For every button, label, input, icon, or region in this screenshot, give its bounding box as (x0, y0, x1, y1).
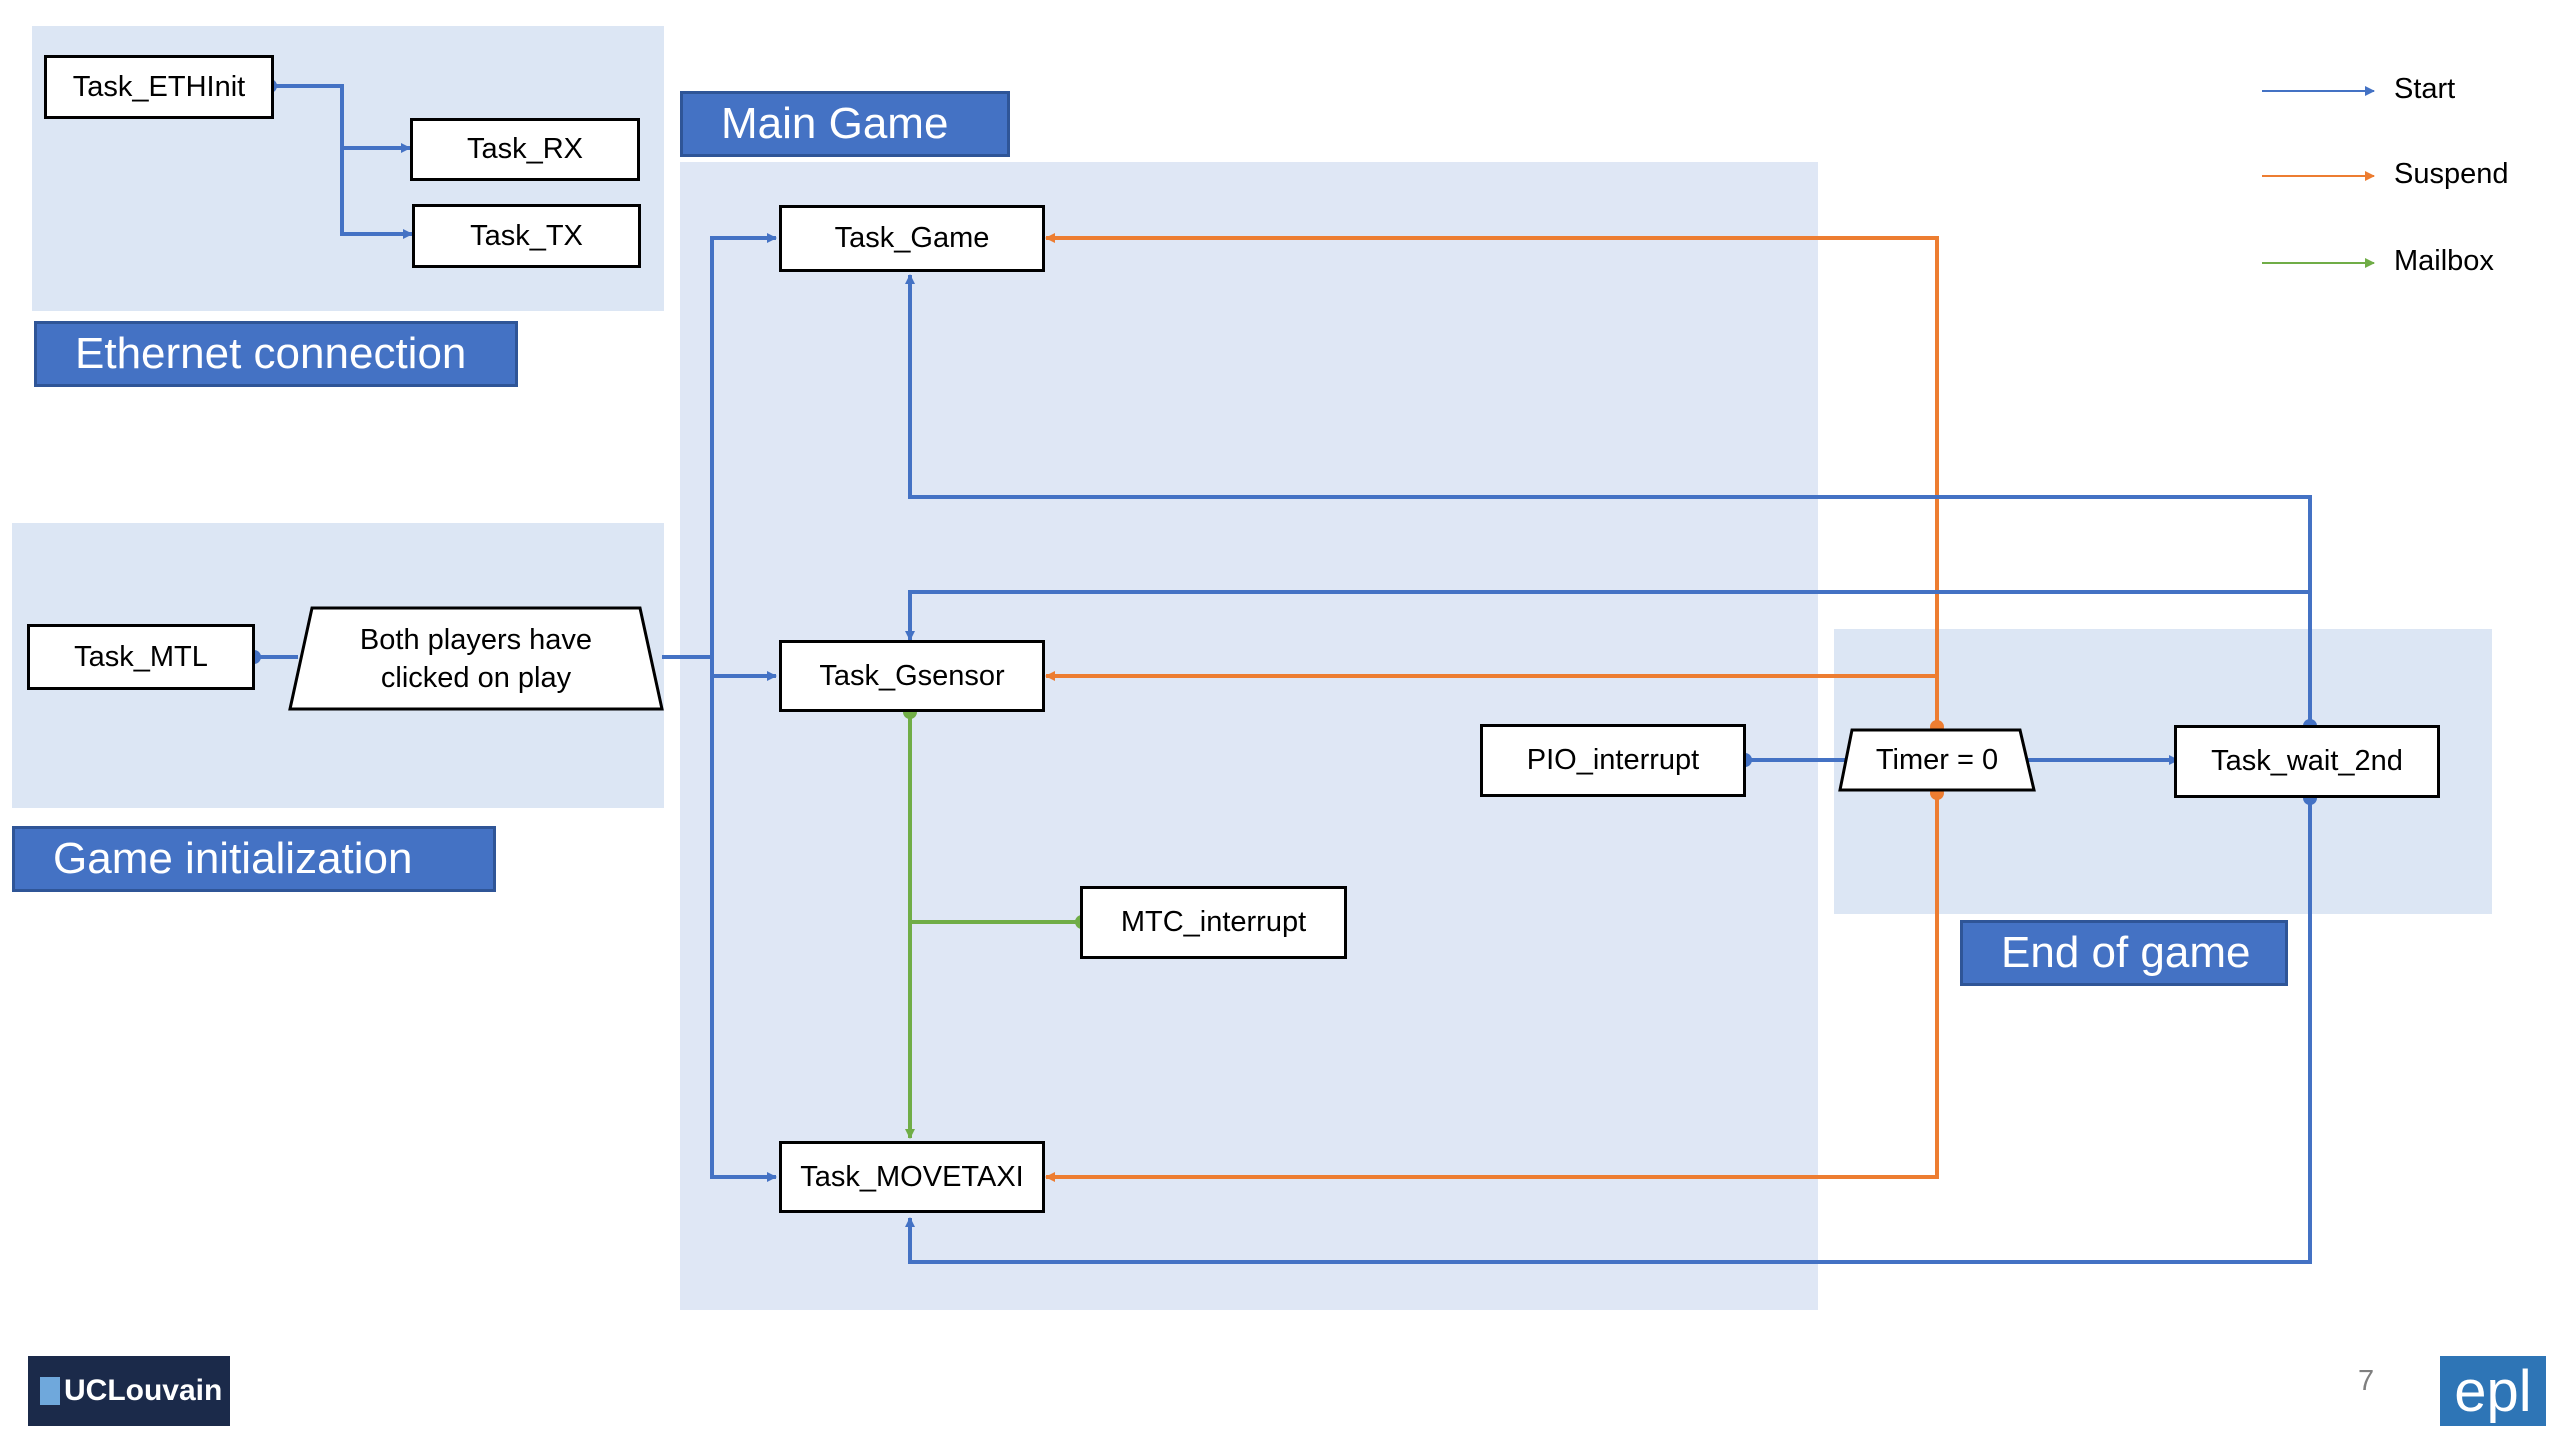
task-ethinit: Task_ETHInit (44, 55, 274, 119)
restart-movetaxi (905, 798, 2312, 1264)
both-players-clicked-condition: Both players have clicked on play (286, 606, 666, 711)
epl-logo: epl (2440, 1356, 2546, 1426)
task-rx: Task_RX (410, 118, 640, 181)
start-ethinit-tx (340, 148, 413, 239)
task-gsensor: Task_Gsensor (779, 640, 1045, 712)
task-mtl: Task_MTL (27, 624, 255, 690)
start-to-game (710, 233, 777, 657)
start-ethinit-rx (270, 84, 411, 153)
main-game-label: Main Game (680, 91, 1010, 157)
task-tx: Task_TX (412, 204, 641, 268)
ethernet-connection-label: Ethernet connection (34, 321, 518, 387)
suspend-movetaxi (1045, 793, 1939, 1182)
ucl-logo: UCLouvain (28, 1356, 230, 1426)
task-movetaxi: Task_MOVETAXI (779, 1141, 1045, 1213)
start-to-movetaxi (710, 657, 777, 1182)
game-initialization-label: Game initialization (12, 826, 496, 892)
task-game: Task_Game (779, 205, 1045, 272)
legend-start-label: Start (2394, 73, 2456, 105)
end-of-game-label: End of game (1960, 920, 2288, 986)
legend-suspend-label: Suspend (2394, 158, 2509, 190)
both-players-label: Both players have clicked on play (359, 623, 593, 694)
restart-game (905, 274, 2312, 726)
timer-trapezoid-shape (1838, 728, 2036, 792)
timer-label: Timer = 0 (1875, 744, 1999, 776)
page-number: 7 (2358, 1365, 2375, 1397)
ucl-logo-text: UCLouvain (64, 1374, 223, 1407)
start-to-gsensor (662, 655, 777, 681)
restart-gsensor (905, 590, 2310, 641)
suspend-game (1045, 233, 1939, 727)
legend-mailbox-label: Mailbox (2394, 245, 2494, 277)
timer-zero-condition: Timer = 0 (1838, 728, 2036, 792)
ucl-logo-mark-icon (40, 1377, 60, 1405)
task-wait-2nd: Task_wait_2nd (2174, 725, 2440, 798)
trapezoid-shape (288, 606, 664, 711)
task-mtc-interrupt: MTC_interrupt (1080, 886, 1347, 959)
task-pio-interrupt: PIO_interrupt (1480, 724, 1746, 797)
